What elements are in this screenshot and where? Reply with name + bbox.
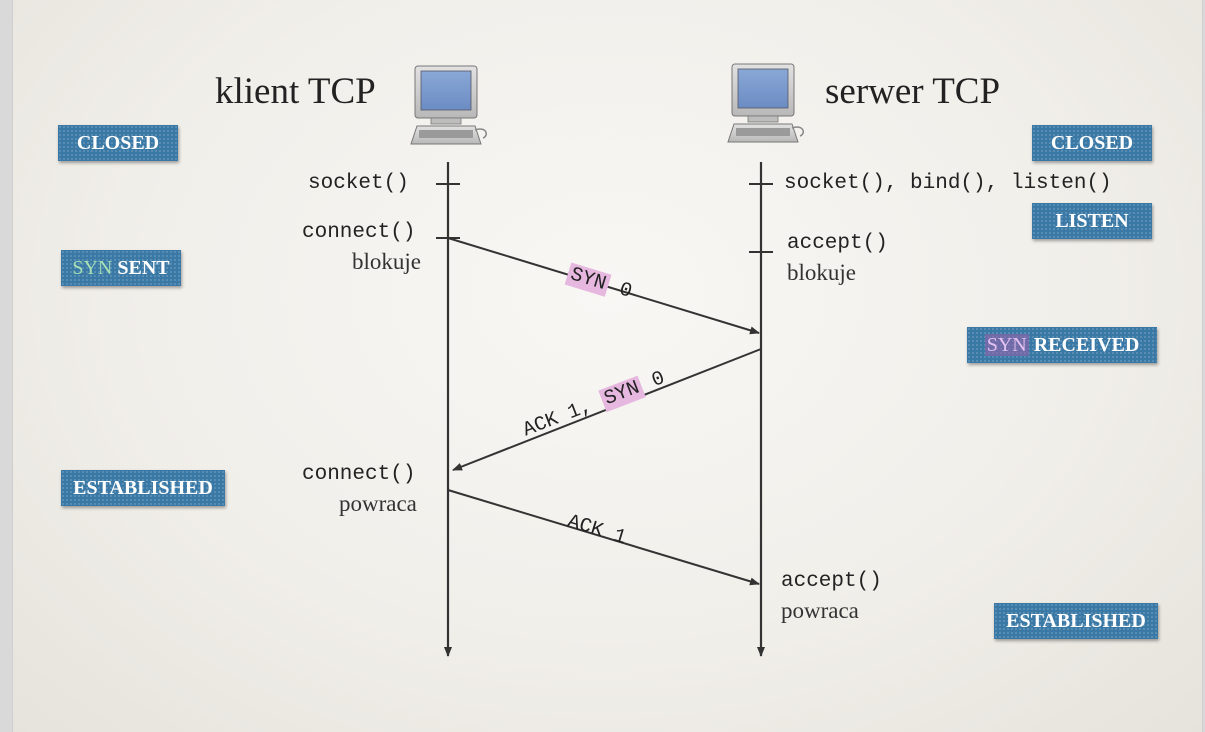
server-socket-call: socket(), bind(), listen() [784,172,1112,195]
state-prefix: SYN [984,334,1029,356]
client-title: klient TCP [215,71,376,112]
state-label: RECEIVED [1028,334,1140,356]
server-state-established: ESTABLISHED [994,603,1158,639]
client-state-established: ESTABLISHED [61,470,225,506]
server-accept-call: accept() [787,232,888,255]
client-returns-label: powraca [339,491,417,516]
client-blocks-label: blokuje [352,249,421,274]
slide: klient TCP serwer TCP CLOSED SYN SENT ES… [12,0,1203,732]
sequence-diagram [410,63,805,657]
server-returns-label: powraca [781,598,859,623]
state-label: LISTEN [1055,210,1129,232]
server-accept-return-call: accept() [781,570,882,593]
state-prefix: SYN [72,257,113,279]
ack-arrow [447,489,760,586]
client-state-syn-sent: SYN SENT [61,250,181,286]
client-state-closed: CLOSED [58,125,178,161]
client-connect-call: connect() [302,221,416,244]
state-label: SENT [112,257,170,279]
server-computer-icon [727,63,805,143]
server-title: serwer TCP [825,71,1001,112]
server-state-syn-received: SYN RECEIVED [967,327,1157,363]
client-socket-call: socket() [308,172,409,195]
state-label: ESTABLISHED [1006,610,1146,632]
client-computer-icon [410,65,488,145]
client-connect-return-call: connect() [302,463,416,486]
state-label: ESTABLISHED [73,477,213,499]
server-blocks-label: blokuje [787,260,856,285]
server-state-listen: LISTEN [1032,203,1152,239]
state-label: CLOSED [1050,132,1134,154]
server-state-closed: CLOSED [1032,125,1152,161]
state-label: CLOSED [76,132,160,154]
